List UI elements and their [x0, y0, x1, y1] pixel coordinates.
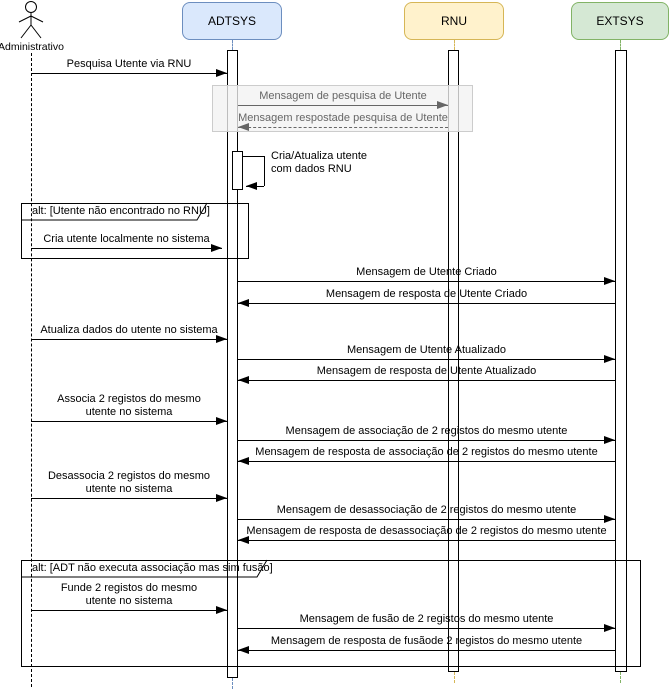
actor-icon [18, 1, 44, 39]
message-line [238, 281, 615, 282]
activation-bar-rnu [448, 50, 459, 672]
message-label: Mensagem de resposta de desassociação de… [246, 525, 607, 537]
message-line [238, 380, 615, 381]
actor-lifeline [31, 53, 32, 687]
lifeline-tail-extsys [620, 672, 621, 683]
message-line [238, 461, 615, 462]
message-arrowhead [211, 244, 222, 252]
message-arrowhead [238, 123, 249, 131]
participant-label-extsys: EXTSYS [596, 14, 644, 28]
message-arrowhead [604, 436, 615, 444]
message-label: Mensagem de desassociação de 2 registos … [276, 504, 577, 516]
message-label: Mensagem de resposta de Utente Atualizad… [316, 365, 537, 377]
message-arrowhead [238, 536, 249, 544]
message-arrowhead [216, 606, 227, 614]
message-line [238, 628, 615, 629]
message-line [31, 498, 227, 499]
message-label: Mensagem de resposta de Utente Criado [325, 288, 528, 300]
alt-frame [21, 203, 249, 259]
message-line [238, 127, 448, 128]
alt-frame-label: alt: [Utente não encontrado no RNU] [32, 205, 210, 217]
message-line [31, 610, 227, 611]
alt-frame [21, 560, 641, 667]
message-line [238, 540, 615, 541]
participant-box-extsys: EXTSYS [571, 2, 669, 40]
message-arrowhead [238, 457, 249, 465]
alt-frame-label: alt: [ADT não executa associação mas sim… [32, 562, 273, 574]
message-label: Mensagem de Utente Atualizado [347, 344, 506, 356]
message-arrowhead [604, 355, 615, 363]
self-message-label: Cria/Atualiza utente com dados RNU [271, 150, 367, 175]
participant-box-adtsys: ADTSYS [182, 2, 282, 40]
message-arrowhead [604, 515, 615, 523]
self-message-line-top [243, 156, 264, 157]
self-message-line-right [264, 156, 265, 186]
participant-label-adtsys: ADTSYS [207, 14, 256, 28]
lifeline-top-adtsys [232, 40, 233, 50]
message-line [238, 303, 615, 304]
self-activation-bar [232, 151, 243, 190]
message-label: Associa 2 registos do mesmo utente no si… [57, 393, 201, 418]
participant-box-rnu: RNU [404, 2, 504, 40]
participant-label-rnu: RNU [441, 14, 467, 28]
message-arrowhead [437, 101, 448, 109]
lifeline-top-rnu [454, 40, 455, 50]
message-line [238, 105, 448, 106]
self-message-arrowhead [246, 182, 257, 190]
message-arrowhead [604, 277, 615, 285]
lifeline-tail-adtsys [232, 678, 233, 689]
activation-bar-adtsys [227, 50, 238, 678]
message-arrowhead [216, 335, 227, 343]
message-label: Mensagem de Utente Criado [356, 266, 497, 278]
message-line [238, 519, 615, 520]
message-line [31, 339, 227, 340]
message-arrowhead [238, 299, 249, 307]
message-arrowhead [238, 646, 249, 654]
message-line [238, 440, 615, 441]
message-label: Atualiza dados do utente no sistema [40, 324, 218, 336]
message-arrowhead [216, 417, 227, 425]
message-line [238, 359, 615, 360]
message-arrowhead [238, 376, 249, 384]
message-line [31, 248, 222, 249]
message-arrowhead [216, 494, 227, 502]
message-arrowhead [604, 624, 615, 632]
activation-bar-extsys [615, 50, 627, 672]
message-group-box [212, 85, 473, 132]
lifeline-tail-rnu [454, 672, 455, 683]
message-line [31, 73, 227, 74]
message-label: Pesquisa Utente via RNU [66, 58, 192, 70]
lifeline-top-extsys [620, 40, 621, 50]
message-label: Mensagem de resposta de associação de 2 … [255, 446, 598, 458]
message-line [31, 421, 227, 422]
message-label: Mensagem de associação de 2 registos do … [285, 425, 568, 437]
message-line [238, 650, 615, 651]
message-arrowhead [216, 69, 227, 77]
alt-frame-label-shape [21, 559, 268, 578]
alt-frame-label-shape [21, 202, 208, 221]
message-label: Desassocia 2 registos do mesmo utente no… [47, 470, 210, 495]
actor-label: Administrativo [0, 41, 64, 53]
